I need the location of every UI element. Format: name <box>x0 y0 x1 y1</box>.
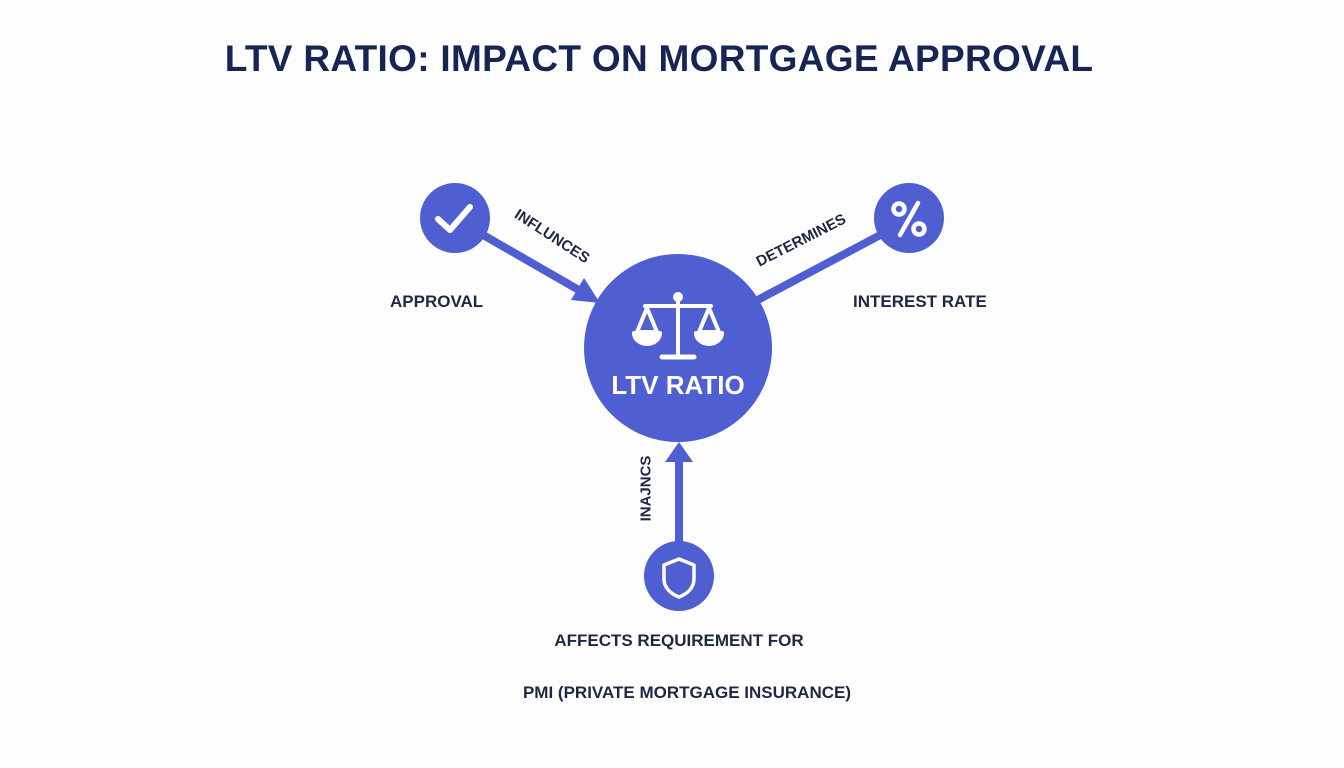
shield-icon <box>662 557 696 599</box>
node-label-pmi-line1: AFFECTS REQUIREMENT FOR <box>554 631 804 650</box>
center-node-label: LTV RATIO <box>611 370 745 400</box>
node-label-pmi-line2: PMI (PRIVATE MORTGAGE INSURANCE) <box>522 683 852 702</box>
node-pmi <box>644 541 714 611</box>
center-node-ltv-ratio <box>584 254 772 442</box>
edge-approval-to-center <box>474 228 600 303</box>
node-approval <box>420 183 490 253</box>
edge-pmi-to-center <box>665 442 693 545</box>
diagram-title: LTV RATIO: IMPACT ON MORTGAGE APPROVAL <box>224 38 1094 79</box>
edge-interest-rate-to-center <box>750 228 888 307</box>
checkmark-icon <box>435 204 473 233</box>
node-interest-rate <box>874 183 944 253</box>
node-label-approval: APPROVAL <box>390 292 484 311</box>
scales-icon <box>632 292 724 360</box>
percent-icon <box>891 200 927 238</box>
node-label-interest-rate: INTEREST RATE <box>853 292 987 311</box>
edge-label-pmi: INAJNCS <box>637 455 655 522</box>
